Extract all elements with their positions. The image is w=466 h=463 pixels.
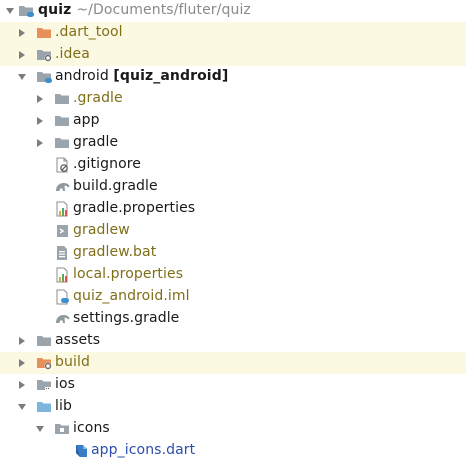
tree-node-ios[interactable]: ios xyxy=(0,374,466,396)
node-label: app xyxy=(73,112,100,128)
chevron-right-icon[interactable] xyxy=(16,335,28,347)
dart-file-icon xyxy=(72,443,90,459)
node-label: app_icons.dart xyxy=(91,442,196,458)
folder-excluded-icon xyxy=(36,355,54,371)
chevron-right-icon[interactable] xyxy=(16,27,28,39)
root-label: quiz ~/Documents/fluter/quiz xyxy=(38,2,251,18)
node-label: .gradle xyxy=(73,90,123,106)
folder-icon xyxy=(54,135,72,151)
chevron-right-icon[interactable] xyxy=(16,357,28,369)
folder-icon xyxy=(36,333,54,349)
tree-node-iml[interactable]: quiz_android.iml xyxy=(0,286,466,308)
tree-node-dart-tool[interactable]: .dart_tool xyxy=(0,22,466,44)
chevron-right-icon[interactable] xyxy=(34,93,46,105)
tree-node-icons[interactable]: icons xyxy=(0,418,466,440)
node-label: .gitignore xyxy=(73,156,141,172)
node-label: android [quiz_android] xyxy=(55,68,229,84)
tree-node-build[interactable]: build xyxy=(0,352,466,374)
node-label: build xyxy=(55,354,90,370)
chevron-right-icon[interactable] xyxy=(34,137,46,149)
node-label: assets xyxy=(55,332,101,348)
node-label: settings.gradle xyxy=(73,310,180,326)
node-label: quiz_android.iml xyxy=(73,288,190,304)
chevron-down-icon[interactable] xyxy=(16,71,28,83)
tree-node-local-properties[interactable]: local.properties xyxy=(0,264,466,286)
node-label: local.properties xyxy=(73,266,184,282)
tree-node-app[interactable]: app xyxy=(0,110,466,132)
ignore-file-icon xyxy=(54,157,72,173)
folder-icon xyxy=(36,377,54,393)
shell-script-icon xyxy=(54,223,72,239)
node-label: .idea xyxy=(55,46,90,62)
node-label: gradle.properties xyxy=(73,200,196,216)
properties-file-icon xyxy=(54,267,72,283)
tree-node-app-icons-dart[interactable]: app_icons.dart xyxy=(0,440,466,462)
folder-module-icon xyxy=(36,69,54,85)
tree-node-android[interactable]: android [quiz_android] xyxy=(0,66,466,88)
tree-node-gradlew[interactable]: gradlew xyxy=(0,220,466,242)
node-label: lib xyxy=(55,398,72,414)
node-label: gradlew xyxy=(73,222,130,238)
tree-node-settings-gradle[interactable]: settings.gradle xyxy=(0,308,466,330)
chevron-down-icon[interactable] xyxy=(34,423,46,435)
node-label: gradle xyxy=(73,134,119,150)
source-folder-icon xyxy=(36,399,54,415)
tree-node-assets[interactable]: assets xyxy=(0,330,466,352)
chevron-right-icon[interactable] xyxy=(16,379,28,391)
tree-node-quiz[interactable]: quiz ~/Documents/fluter/quiz xyxy=(0,0,466,22)
node-label: ios xyxy=(55,376,76,392)
tree-node-gradle-properties[interactable]: gradle.properties xyxy=(0,198,466,220)
tree-node-gitignore[interactable]: .gitignore xyxy=(0,154,466,176)
folder-module-icon xyxy=(18,3,36,19)
node-label: gradlew.bat xyxy=(73,244,157,260)
tree-node-gradle-dir[interactable]: gradle xyxy=(0,132,466,154)
tree-node-gradlew-bat[interactable]: gradlew.bat xyxy=(0,242,466,264)
gradle-elephant-icon xyxy=(54,179,72,195)
tree-node-build-gradle[interactable]: build.gradle xyxy=(0,176,466,198)
folder-icon xyxy=(54,91,72,107)
gradle-elephant-icon xyxy=(54,311,72,327)
node-label: build.gradle xyxy=(73,178,158,194)
tree-node-idea[interactable]: .idea xyxy=(0,44,466,66)
folder-settings-icon xyxy=(36,47,54,63)
folder-icon xyxy=(54,113,72,129)
folder-excluded-icon xyxy=(36,25,54,41)
tree-node-android-gradle-dir[interactable]: .gradle xyxy=(0,88,466,110)
node-label: icons xyxy=(73,420,110,436)
module-file-icon xyxy=(54,289,72,305)
chevron-right-icon[interactable] xyxy=(16,49,28,61)
node-label: .dart_tool xyxy=(55,24,123,40)
chevron-down-icon[interactable] xyxy=(4,5,16,17)
package-folder-icon xyxy=(54,421,72,437)
chevron-right-icon[interactable] xyxy=(34,115,46,127)
chevron-down-icon[interactable] xyxy=(16,401,28,413)
properties-file-icon xyxy=(54,201,72,217)
text-file-icon xyxy=(54,245,72,261)
tree-node-lib[interactable]: lib xyxy=(0,396,466,418)
